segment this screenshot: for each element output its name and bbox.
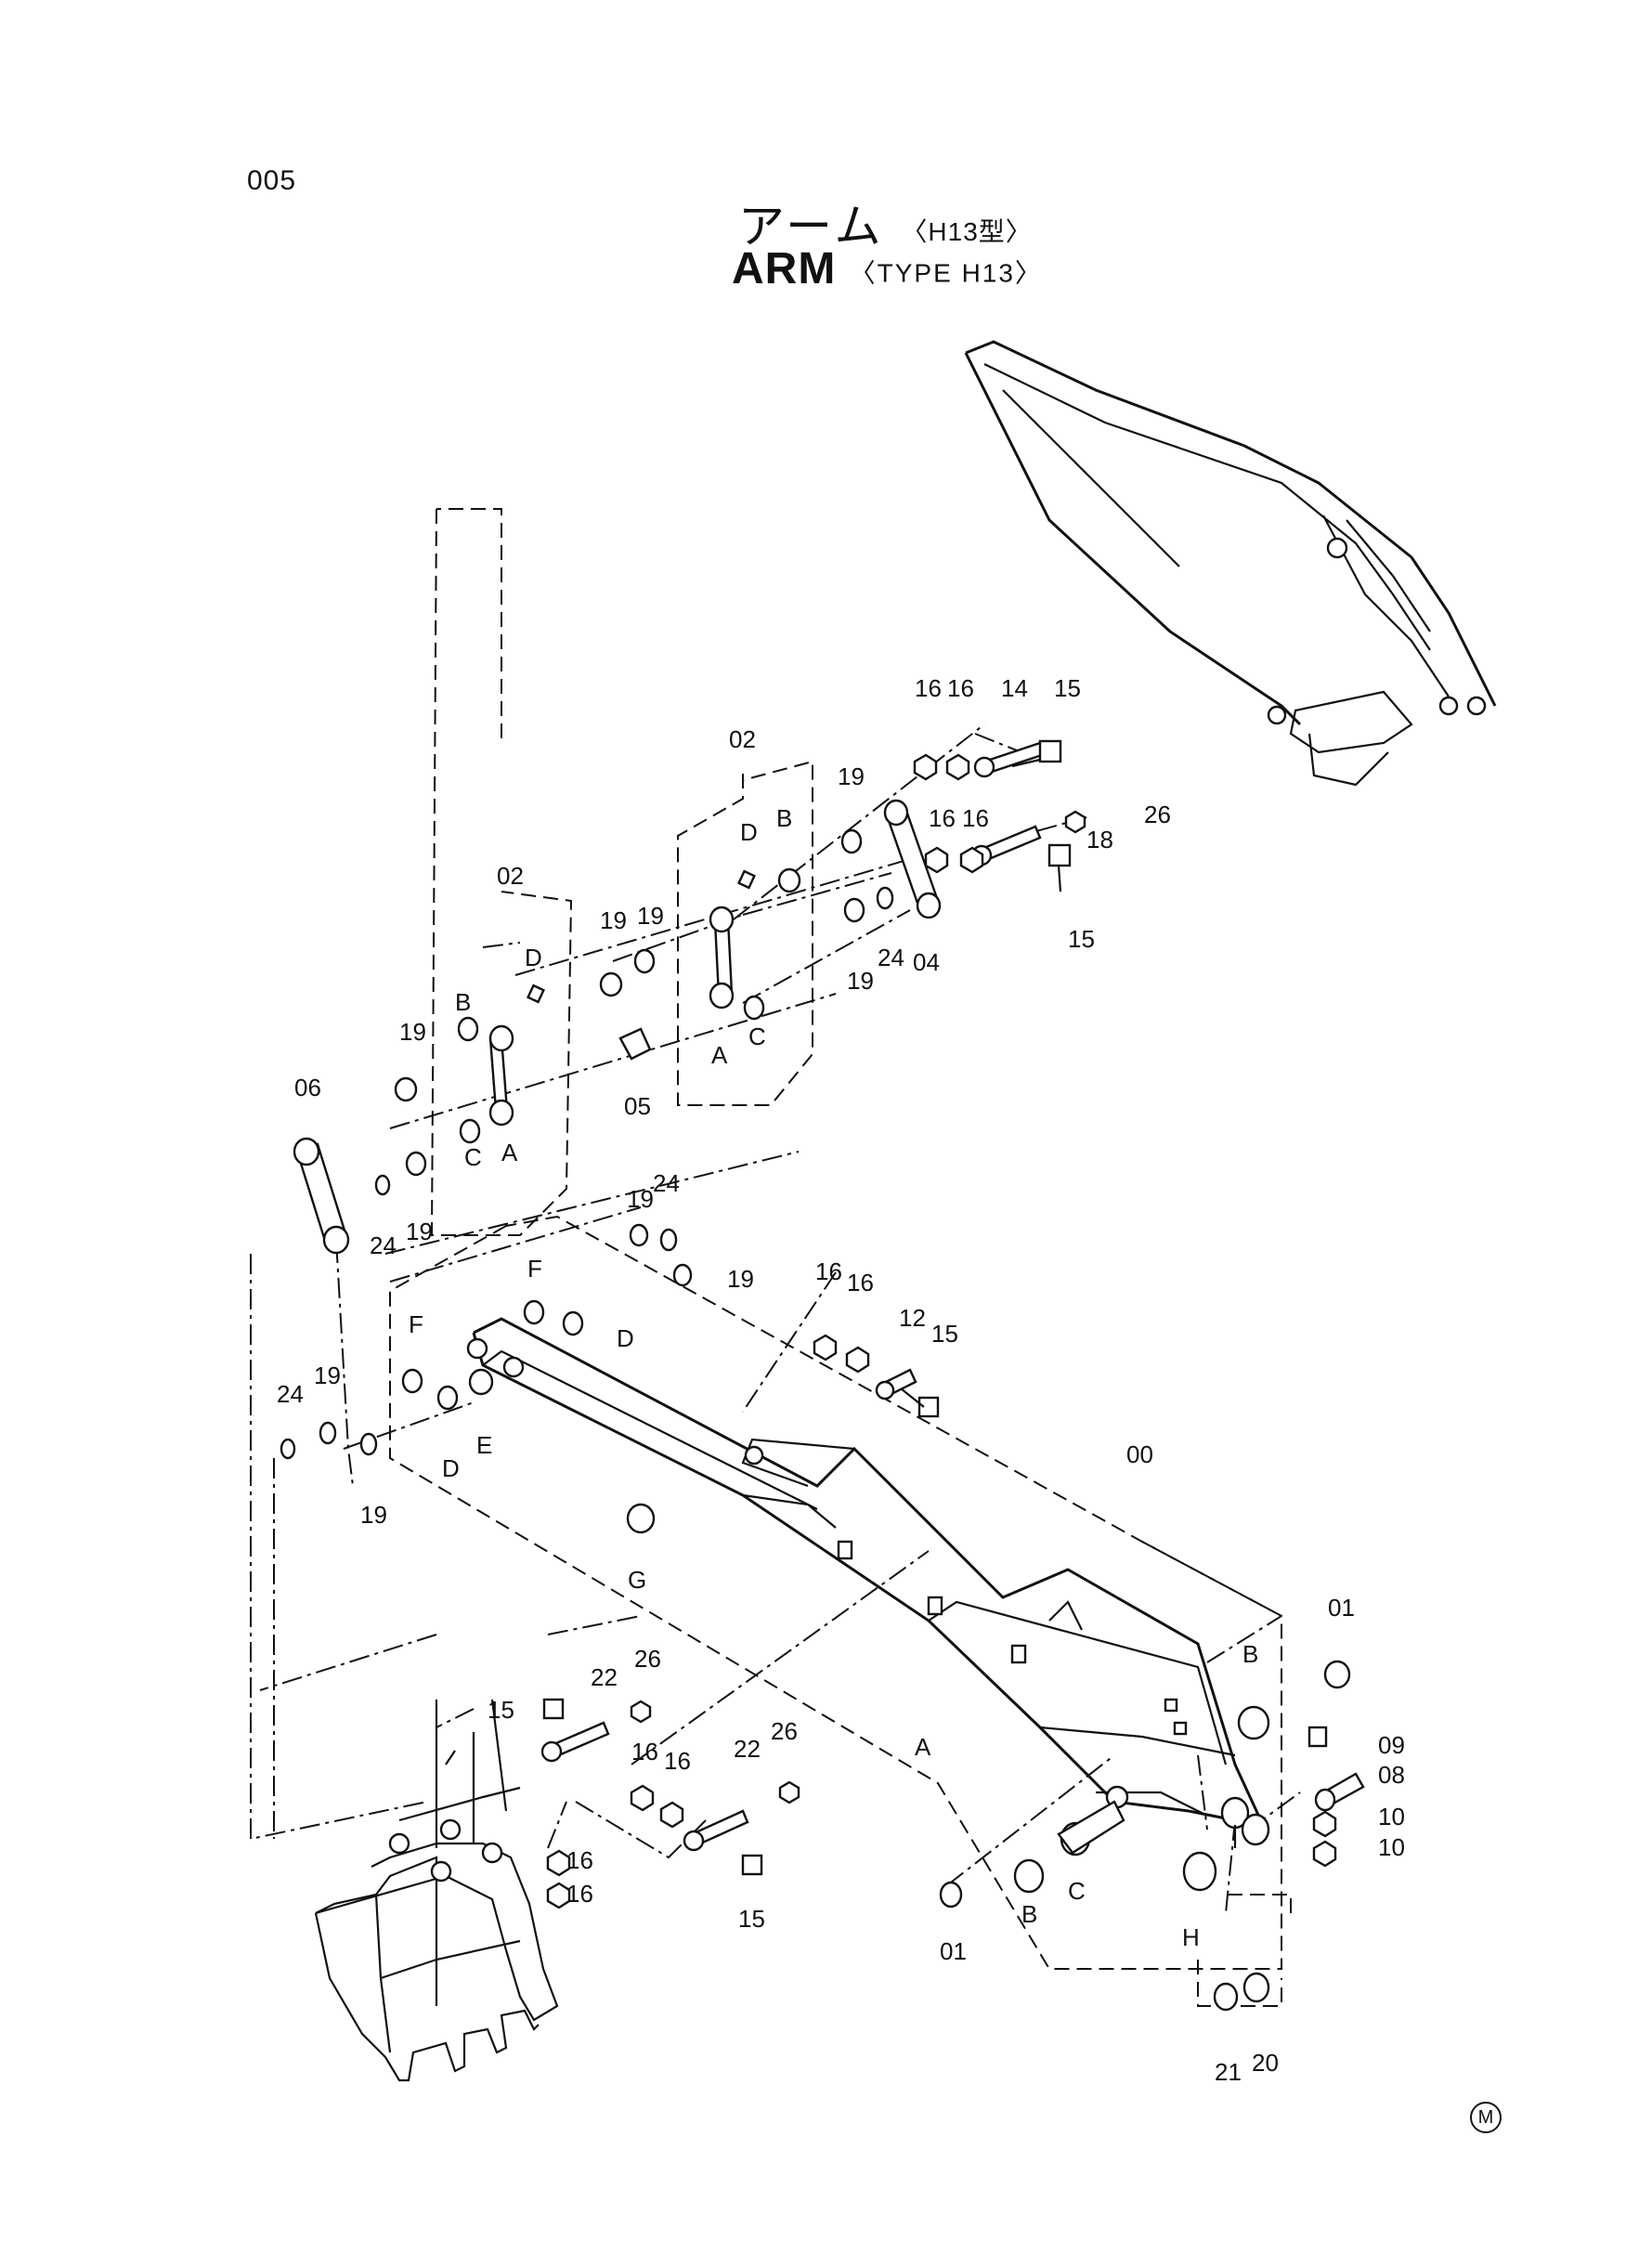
callout-label: 19: [637, 902, 664, 930]
callout-label: 16: [631, 1738, 658, 1765]
callout-label: 19: [627, 1185, 654, 1213]
callout-label: 22: [734, 1735, 761, 1763]
callout-label: 16: [915, 674, 942, 702]
callout-label: A: [915, 1733, 931, 1761]
callout-label: 15: [1068, 925, 1095, 953]
callout-label: 01: [940, 1937, 967, 1965]
callout-label: 16: [664, 1747, 691, 1775]
callout-label: D: [525, 944, 542, 971]
callout-label: 26: [771, 1717, 798, 1745]
callout-label: C: [464, 1143, 482, 1171]
callout-label: 24: [277, 1380, 304, 1408]
callout-label: 12: [899, 1304, 926, 1332]
pins-right-cluster: [939, 1660, 1365, 2012]
callout-label: 08: [1378, 1761, 1405, 1789]
callout-label: 22: [591, 1663, 618, 1691]
callout-label: 18: [1086, 826, 1113, 853]
title-english: ARM 〈TYPE H13〉: [732, 243, 1043, 294]
callout-label: F: [527, 1255, 542, 1283]
boundary-02-right: [677, 760, 813, 1106]
boundary-20-21: [1197, 1960, 1282, 2007]
callout-label: F: [409, 1310, 423, 1338]
callout-label: 19: [314, 1362, 341, 1389]
callout-label: 04: [913, 948, 940, 976]
callout-label: D: [740, 818, 758, 846]
callout-label: 05: [624, 1092, 651, 1120]
link-assembly-02-left: [394, 984, 652, 1177]
callout-label: D: [442, 1454, 460, 1482]
corner-mark: M: [1470, 2102, 1502, 2133]
bushings: [319, 1223, 693, 1534]
callout-label: 19: [838, 762, 865, 790]
callout-label: 20: [1252, 2049, 1279, 2077]
callout-label: 19: [600, 906, 627, 934]
callout-label: 26: [1144, 801, 1171, 828]
callout-label: 24: [653, 1169, 680, 1197]
callout-label: 24: [878, 944, 904, 971]
callout-label: 19: [399, 1018, 426, 1046]
title-jp-type: 〈H13型〉: [901, 216, 1033, 246]
callout-label: E: [476, 1431, 492, 1459]
callout-label: 02: [729, 725, 756, 753]
assembly-boundaries: [389, 508, 1292, 2007]
title-en-text: ARM: [732, 244, 837, 293]
link-06: [280, 1137, 678, 1460]
callout-label: 02: [497, 862, 524, 890]
callout-label: 19: [360, 1501, 387, 1529]
page-number: 005: [247, 165, 297, 196]
callout-label: 14: [1001, 674, 1028, 702]
callout-label: 19: [727, 1265, 754, 1293]
callout-label: A: [711, 1041, 728, 1069]
callout-label: 10: [1378, 1833, 1405, 1861]
title-en-type: 〈TYPE H13〉: [849, 258, 1043, 288]
callout-label: 16: [566, 1880, 593, 1908]
callout-label: B: [1021, 1900, 1037, 1928]
callout-label: 16: [566, 1846, 593, 1874]
callout-label: 10: [1378, 1803, 1405, 1831]
title-japanese: アーム 〈H13型〉: [738, 189, 1033, 256]
arm-body-00: [466, 1317, 1270, 1848]
callout-label: D: [617, 1324, 634, 1352]
pins-mid-cluster: [813, 1334, 940, 1418]
callout-label: 16: [929, 804, 956, 832]
callout-label: 00: [1126, 1440, 1153, 1468]
callout-label: 16: [847, 1269, 874, 1296]
callout-label: H: [1182, 1923, 1200, 1951]
callout-label: B: [455, 988, 471, 1016]
callout-label: 09: [1378, 1731, 1405, 1759]
callout-label: C: [1068, 1877, 1086, 1905]
boundary-02-left-lower: [430, 508, 573, 1236]
boundary-arm-00: [389, 1215, 1282, 1970]
boundary-02-left: [436, 508, 502, 738]
callout-label: 06: [294, 1074, 321, 1101]
callout-label: 19: [406, 1218, 433, 1245]
title-jp-text: アーム: [738, 201, 885, 253]
bucket: [314, 1699, 559, 2082]
link-assembly-02-right: [599, 828, 894, 1021]
callout-label: 01: [1328, 1594, 1355, 1622]
callout-label: G: [628, 1566, 646, 1594]
pins-top-cluster: [913, 739, 1086, 892]
callout-label: B: [776, 804, 792, 832]
pins-bottom-cluster: [540, 1698, 800, 1909]
callout-label: 21: [1215, 2058, 1242, 2086]
callout-label: B: [1242, 1640, 1258, 1668]
callout-label: 15: [488, 1696, 514, 1724]
callout-label: 16: [815, 1257, 842, 1285]
callout-label: 24: [370, 1231, 397, 1259]
excavator-front-thumbnail: [964, 340, 1497, 787]
callout-label: A: [501, 1139, 518, 1166]
callout-label: 19: [847, 967, 874, 995]
callout-label: 15: [1054, 674, 1081, 702]
callout-label: 15: [931, 1320, 958, 1348]
callout-label: 15: [738, 1905, 765, 1933]
link-04: [883, 799, 942, 919]
callout-label: 16: [947, 674, 974, 702]
callout-label: 26: [634, 1645, 661, 1673]
callout-label: C: [748, 1023, 766, 1050]
callout-label: 16: [962, 804, 989, 832]
